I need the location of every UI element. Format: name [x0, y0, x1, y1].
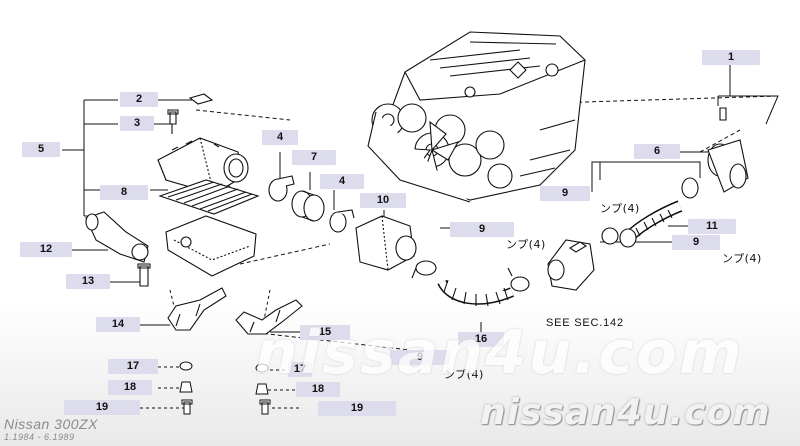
callout-18-left[interactable]: 18	[108, 380, 152, 395]
callout-3[interactable]: 3	[120, 116, 154, 131]
callout-6[interactable]: 6	[634, 144, 680, 159]
callout-14[interactable]: 14	[96, 317, 140, 332]
section-reference: SEE SEC.142	[546, 317, 624, 329]
callout-9-lower[interactable]: 9	[390, 350, 450, 365]
model-name: Nissan 300ZX	[4, 416, 98, 432]
callout-1[interactable]: 1	[702, 50, 760, 65]
callout-7[interactable]: 7	[292, 150, 336, 165]
note-qty-upper: ンプ(4)	[600, 202, 640, 215]
air-cleaner	[85, 93, 260, 287]
callout-9-upper-right[interactable]: 9	[540, 186, 590, 201]
callout-19-left[interactable]: 19	[64, 400, 140, 415]
engine-block	[367, 31, 586, 203]
callout-15[interactable]: 15	[300, 325, 350, 340]
production-range: 1.1984 - 6.1989	[4, 432, 75, 442]
callout-11[interactable]: 11	[688, 219, 736, 234]
callout-9-middle[interactable]: 9	[450, 222, 514, 237]
intake-hoses	[268, 107, 749, 307]
watermark-corner: nissan4u.com	[480, 392, 771, 433]
callout-18-right[interactable]: 18	[296, 382, 340, 397]
callout-16[interactable]: 16	[458, 332, 504, 347]
note-qty-middle: ンプ(4)	[506, 238, 546, 251]
note-qty-right: ンプ(4)	[722, 252, 762, 265]
callout-17-right[interactable]: 17	[288, 362, 312, 377]
callout-4-upper[interactable]: 4	[262, 130, 298, 145]
callout-4-lower[interactable]: 4	[320, 174, 364, 189]
callout-13[interactable]: 13	[66, 274, 110, 289]
brackets	[167, 287, 303, 335]
note-qty-lower: ンプ(4)	[444, 368, 484, 381]
callout-17-left[interactable]: 17	[108, 359, 158, 374]
callout-8[interactable]: 8	[100, 185, 148, 200]
callout-5[interactable]: 5	[22, 142, 60, 157]
callout-2[interactable]: 2	[120, 92, 158, 107]
callout-9-right[interactable]: 9	[672, 235, 720, 250]
fasteners	[179, 361, 271, 415]
callout-12[interactable]: 12	[20, 242, 72, 257]
callout-10[interactable]: 10	[360, 193, 406, 208]
watermark-center: nissan4u.com	[255, 318, 744, 388]
callout-19-right[interactable]: 19	[318, 401, 396, 416]
